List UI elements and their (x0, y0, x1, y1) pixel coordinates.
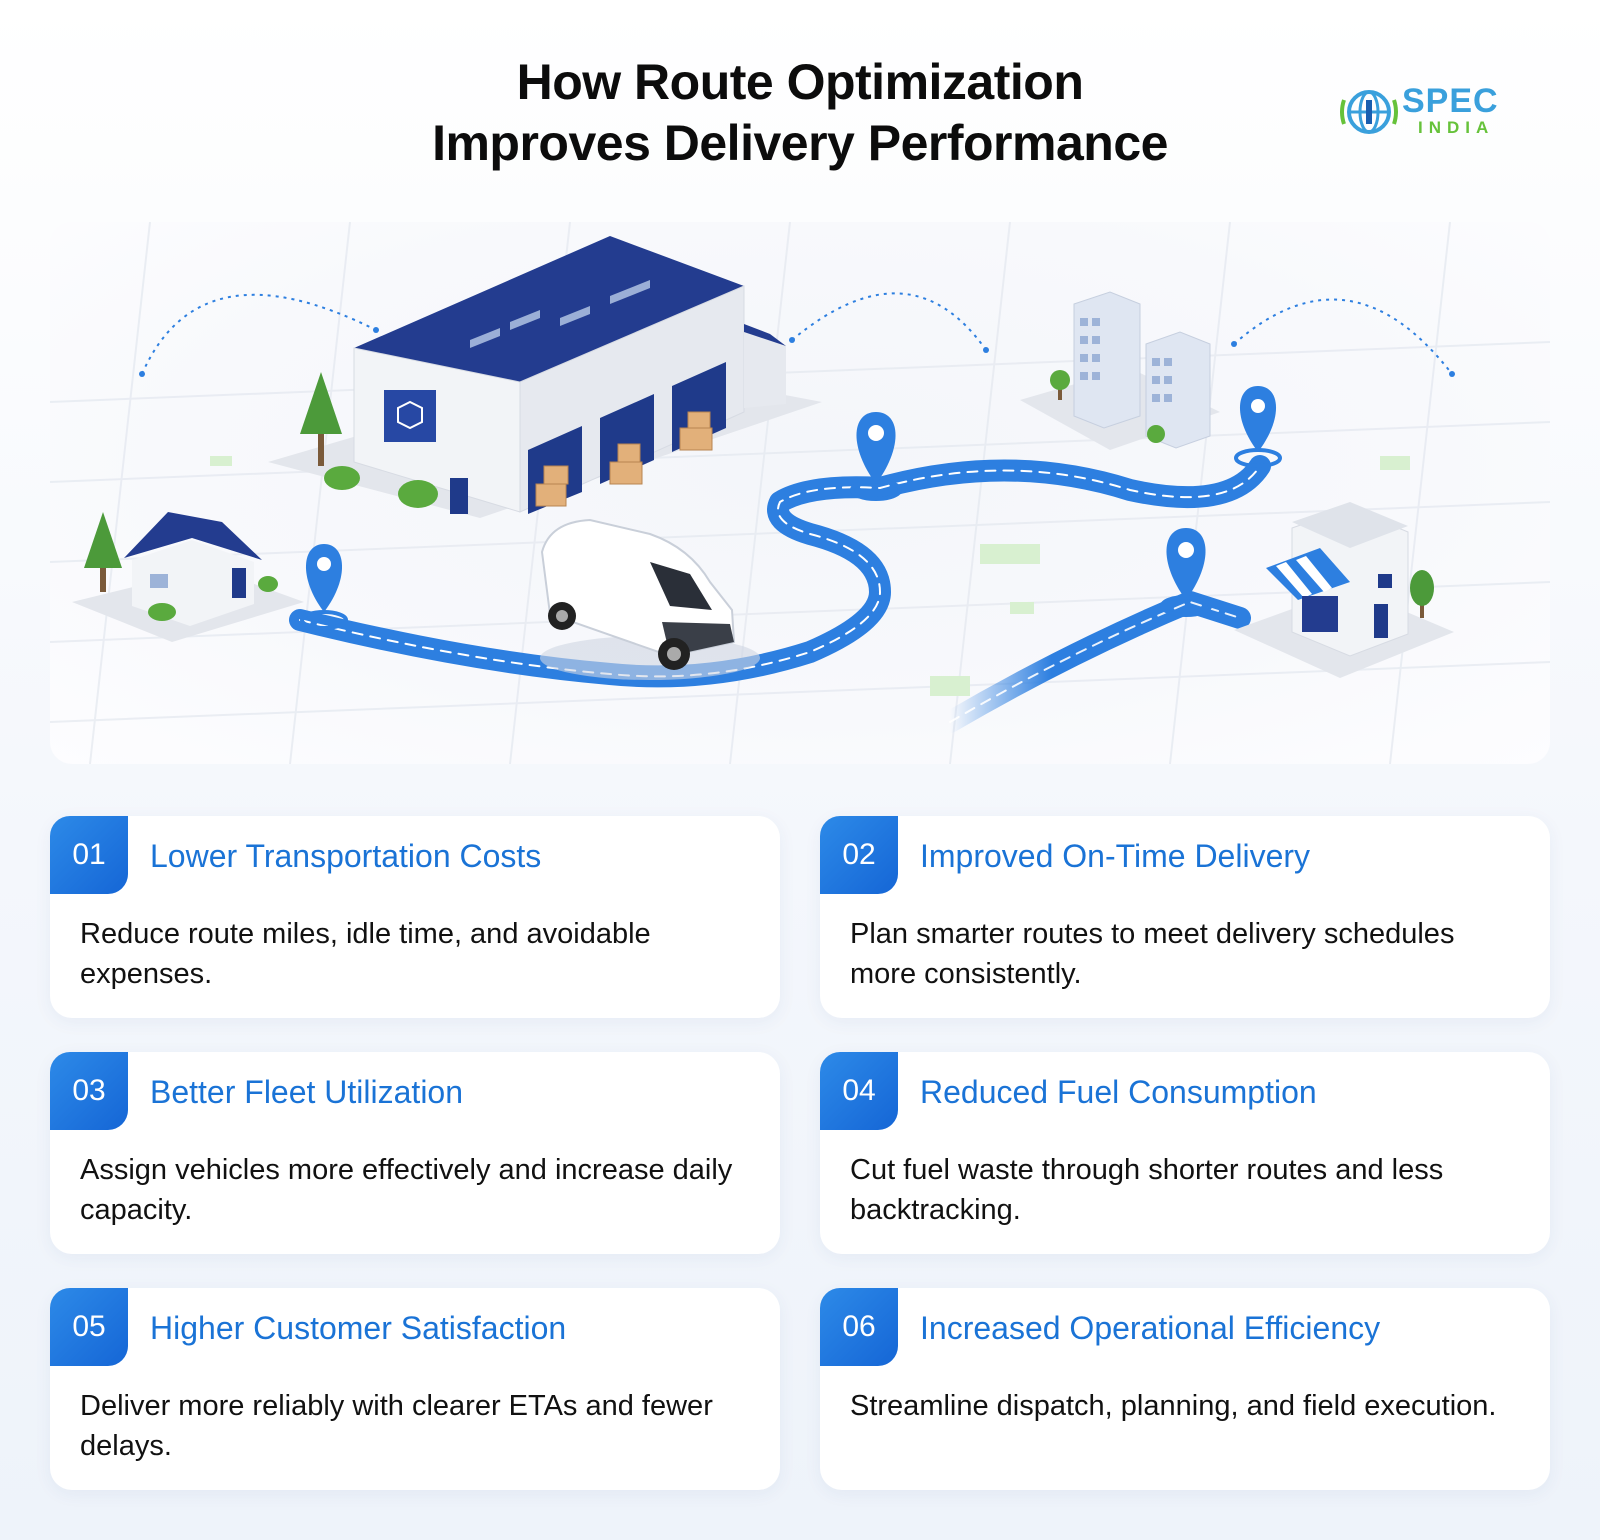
warehouse-icon (268, 236, 822, 518)
card-number-badge: 04 (820, 1052, 898, 1130)
tree-icon (300, 372, 438, 508)
benefit-card-02: 02 Improved On-Time Delivery Plan smarte… (820, 816, 1550, 1018)
globe-logo-icon (1340, 90, 1398, 134)
benefit-card-03: 03 Better Fleet Utilization Assign vehic… (50, 1052, 780, 1254)
card-title: Lower Transportation Costs (150, 838, 542, 874)
card-number-badge: 02 (820, 816, 898, 894)
page-title: How Route Optimization Improves Delivery… (0, 52, 1600, 174)
map-pin-icon (300, 544, 348, 630)
card-title: Improved On-Time Delivery (920, 838, 1311, 874)
storefront-icon (1234, 502, 1454, 678)
grass-patches (210, 456, 1410, 696)
card-title: Increased Operational Efficiency (920, 1310, 1381, 1346)
card-title: Higher Customer Satisfaction (150, 1310, 567, 1346)
title-line-1: How Route Optimization (516, 54, 1084, 110)
card-description: Deliver more reliably with clearer ETAs … (80, 1390, 713, 1462)
card-description: Reduce route miles, idle time, and avoid… (80, 918, 651, 990)
route-illustration (50, 222, 1550, 764)
dotted-arcs (141, 292, 1453, 375)
logo-sub: INDIA (1418, 118, 1495, 137)
map-pin-icon (1160, 528, 1212, 617)
card-description: Assign vehicles more effectively and inc… (80, 1154, 733, 1226)
map-pin-icon (1234, 386, 1282, 468)
delivery-van-icon (540, 518, 760, 680)
benefit-card-05: 05 Higher Customer Satisfaction Deliver … (50, 1288, 780, 1490)
card-description: Streamline dispatch, planning, and field… (850, 1390, 1497, 1422)
office-buildings-icon (1020, 291, 1220, 450)
card-description: Plan smarter routes to meet delivery sch… (850, 918, 1455, 990)
logo-brand: SPEC (1402, 82, 1499, 120)
benefit-card-01: 01 Lower Transportation Costs Reduce rou… (50, 816, 780, 1018)
spec-india-logo: SPEC INDIA (1340, 82, 1520, 142)
card-title: Better Fleet Utilization (150, 1074, 464, 1110)
map-pin-icon (850, 412, 902, 501)
house-icon (72, 512, 304, 642)
card-number-badge: 01 (50, 816, 128, 894)
route-scene-svg (50, 222, 1550, 764)
card-number-badge: 06 (820, 1288, 898, 1366)
benefit-card-04: 04 Reduced Fuel Consumption Cut fuel was… (820, 1052, 1550, 1254)
card-title: Reduced Fuel Consumption (920, 1074, 1317, 1110)
card-description: Cut fuel waste through shorter routes an… (850, 1154, 1444, 1226)
card-number-badge: 05 (50, 1288, 128, 1366)
title-line-2: Improves Delivery Performance (432, 115, 1168, 171)
benefit-card-06: 06 Increased Operational Efficiency Stre… (820, 1288, 1550, 1490)
card-number-badge: 03 (50, 1052, 128, 1130)
